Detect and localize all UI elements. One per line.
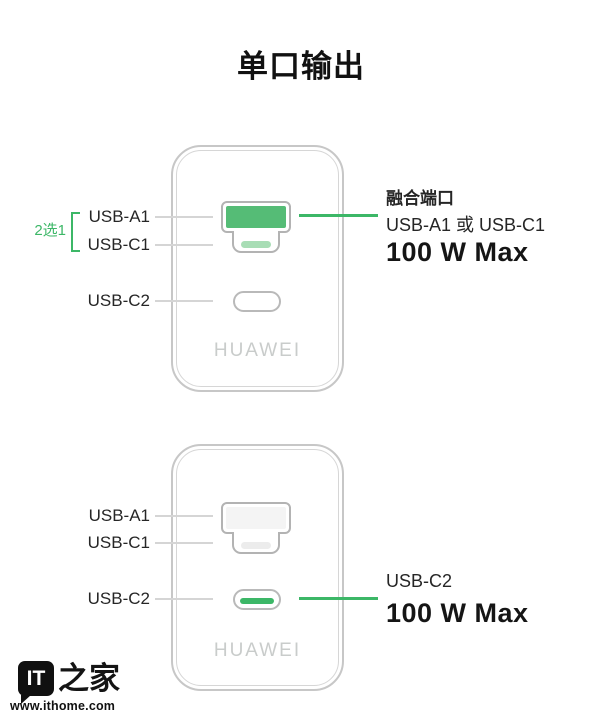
ithome-logo-icon: IT	[18, 661, 54, 696]
usb-c2-port-bottom	[233, 589, 281, 610]
leader-line-usb-c2-bottom	[155, 598, 213, 600]
fused-port-graphic-bottom	[221, 502, 291, 554]
annotation-usb-c2-label: USB-C2	[386, 571, 453, 591]
ithome-logo-suffix: 之家	[58, 661, 120, 697]
fused-port-graphic-top	[221, 201, 291, 253]
brand-logo-text-bottom: HUAWEI	[213, 640, 302, 661]
label-usb-a1-bottom: USB-A1	[88, 506, 150, 525]
label-usb-c1-bottom: USB-C1	[87, 533, 150, 552]
leader-line-fused-port	[299, 214, 378, 217]
usb-c1-pin-highlight	[241, 241, 271, 248]
choice-bracket-vertical	[71, 212, 73, 252]
ithome-site-url: www.ithome.com	[10, 699, 116, 713]
annotation-fused-port-list: USB-A1 或 USB-C1	[386, 215, 546, 235]
label-usb-c2-bottom: USB-C2	[87, 589, 150, 608]
leader-line-usb-c2-top	[155, 300, 213, 302]
label-usb-c2-top: USB-C2	[87, 291, 150, 310]
usb-c2-port-top	[233, 291, 281, 312]
label-usb-c1-top: USB-C1	[87, 235, 150, 254]
usb-a-port-highlight	[226, 206, 286, 228]
usb-c2-pin-highlight	[240, 598, 274, 604]
leader-line-usb-a1-bottom	[155, 515, 213, 517]
annotation-usb-c2-power: 100 W Max	[386, 598, 529, 628]
brand-logo-text-top: HUAWEI	[213, 340, 302, 361]
leader-line-usb-c2-highlight	[299, 597, 378, 600]
ithome-logo-tail	[21, 695, 31, 704]
label-usb-a1-top: USB-A1	[88, 207, 150, 226]
leader-line-usb-c1-top	[155, 244, 213, 246]
usb-a-port-idle	[226, 507, 286, 529]
leader-line-usb-a1-top	[155, 216, 213, 218]
choice-bracket-top-stub	[71, 212, 80, 214]
choice-bracket-bottom-stub	[71, 250, 80, 252]
annotation-fused-port-title: 融合端口	[386, 189, 454, 208]
ithome-logo-text: IT	[26, 666, 46, 690]
annotation-fused-port-power: 100 W Max	[386, 237, 529, 267]
usb-c1-pin-idle	[241, 542, 271, 549]
page-title: 单口输出	[237, 49, 365, 84]
choice-note: 2选1	[34, 222, 66, 239]
leader-line-usb-c1-bottom	[155, 542, 213, 544]
